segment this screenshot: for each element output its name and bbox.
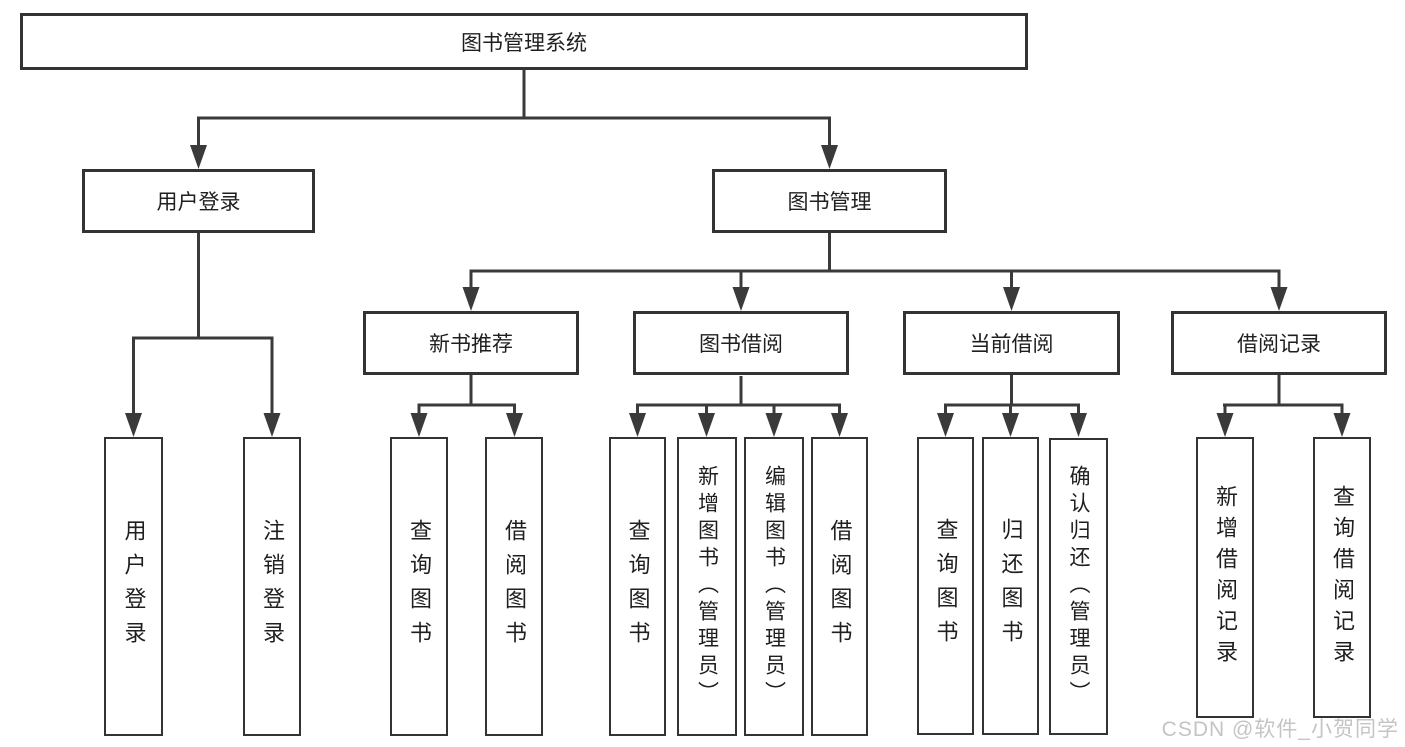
leaf-user-login: 用户登录: [104, 437, 163, 736]
node-user-login: 用户登录: [82, 169, 315, 233]
leaf-bb-edit-books-admin: 编辑图书（管理员）: [744, 437, 804, 736]
leaf-br-query-record-label: 查询借阅记录: [1330, 484, 1355, 671]
leaf-cb-return-books-label: 归还图书: [998, 518, 1024, 654]
node-borrow-records-label: 借阅记录: [1237, 333, 1321, 356]
node-user-login-label: 用户登录: [156, 191, 241, 214]
leaf-cb-confirm-return-admin: 确认归还（管理员）: [1049, 438, 1108, 735]
leaf-bb-edit-books-admin-label: 编辑图书（管理员）: [762, 465, 786, 708]
leaf-br-add-record: 新增借阅记录: [1196, 437, 1254, 718]
leaf-br-add-record-label: 新增借阅记录: [1213, 484, 1238, 671]
leaf-cb-query-books: 查询图书: [917, 437, 974, 735]
leaf-bb-borrow-books: 借阅图书: [811, 437, 868, 736]
leaf-bb-add-books-admin-label: 新增图书（管理员）: [695, 465, 719, 708]
node-book-mgmt: 图书管理: [712, 169, 947, 233]
leaf-bb-query-books: 查询图书: [609, 437, 666, 736]
node-root-label: 图书管理系统: [461, 31, 587, 55]
leaf-user-login-label: 用户登录: [121, 518, 147, 655]
leaf-bb-borrow-books-label: 借阅图书: [827, 518, 853, 655]
node-current-borrow-label: 当前借阅: [969, 333, 1054, 356]
leaf-bb-query-books-label: 查询图书: [625, 518, 651, 655]
leaf-br-query-record: 查询借阅记录: [1313, 437, 1371, 718]
leaf-logout: 注销登录: [243, 437, 301, 736]
node-book-borrow: 图书借阅: [633, 311, 849, 375]
node-new-book-rec-label: 新书推荐: [429, 333, 513, 356]
node-book-mgmt-label: 图书管理: [787, 191, 872, 214]
node-new-book-rec: 新书推荐: [363, 311, 579, 375]
leaf-cb-return-books: 归还图书: [982, 437, 1039, 735]
csdn-watermark: CSDN @软件_小贺同学: [1161, 718, 1399, 741]
node-current-borrow: 当前借阅: [903, 311, 1120, 375]
leaf-logout-label: 注销登录: [260, 518, 285, 655]
node-borrow-records: 借阅记录: [1171, 311, 1387, 375]
leaf-nb-borrow-books: 借阅图书: [485, 437, 543, 736]
node-book-borrow-label: 图书借阅: [699, 333, 783, 356]
leaf-nb-query-books-label: 查询图书: [407, 518, 432, 655]
leaf-nb-query-books: 查询图书: [390, 437, 448, 736]
leaf-cb-confirm-return-admin-label: 确认归还（管理员）: [1067, 465, 1090, 708]
leaf-bb-add-books-admin: 新增图书（管理员）: [677, 437, 737, 736]
leaf-cb-query-books-label: 查询图书: [933, 518, 959, 654]
leaf-nb-borrow-books-label: 借阅图书: [502, 518, 527, 655]
node-root: 图书管理系统: [20, 13, 1028, 70]
